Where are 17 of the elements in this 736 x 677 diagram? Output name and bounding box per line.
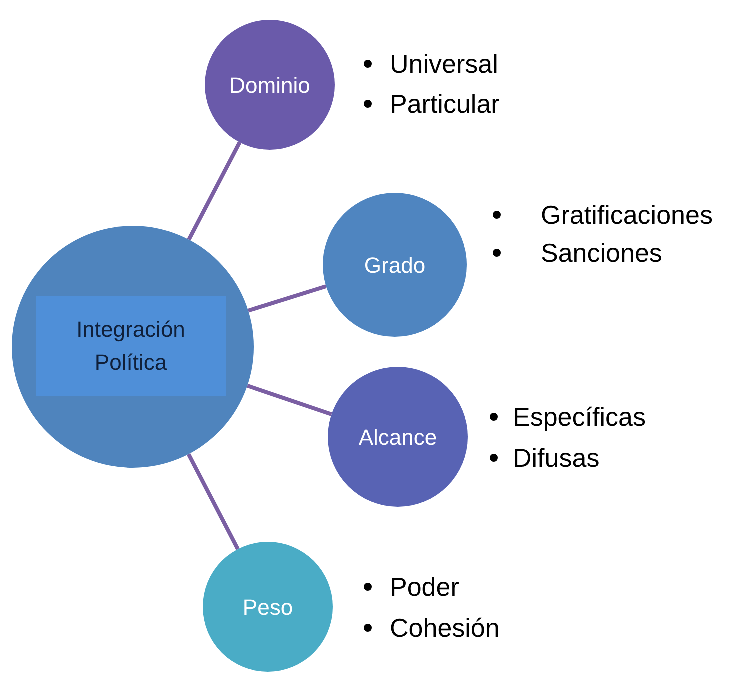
list-item: Gratificaciones xyxy=(541,199,713,232)
topic-label: Peso xyxy=(242,594,294,622)
list-item: Particular xyxy=(390,88,500,121)
list-item: Universal xyxy=(390,48,498,81)
list-item: Poder xyxy=(390,571,460,604)
title-box: Integración Política xyxy=(36,296,226,396)
list-item: Sanciones xyxy=(541,237,662,270)
connector-line xyxy=(246,384,332,416)
connector-line xyxy=(187,142,242,241)
list-item: Cohesión xyxy=(390,612,500,645)
list-item: Difusas xyxy=(513,442,600,475)
connector-line xyxy=(186,453,240,550)
list-item: Específicas xyxy=(513,401,646,434)
topic-label: Alcance xyxy=(358,424,438,452)
topic-label: Grado xyxy=(364,252,426,280)
topic-label: Dominio xyxy=(230,72,310,100)
connector-line xyxy=(248,284,327,313)
